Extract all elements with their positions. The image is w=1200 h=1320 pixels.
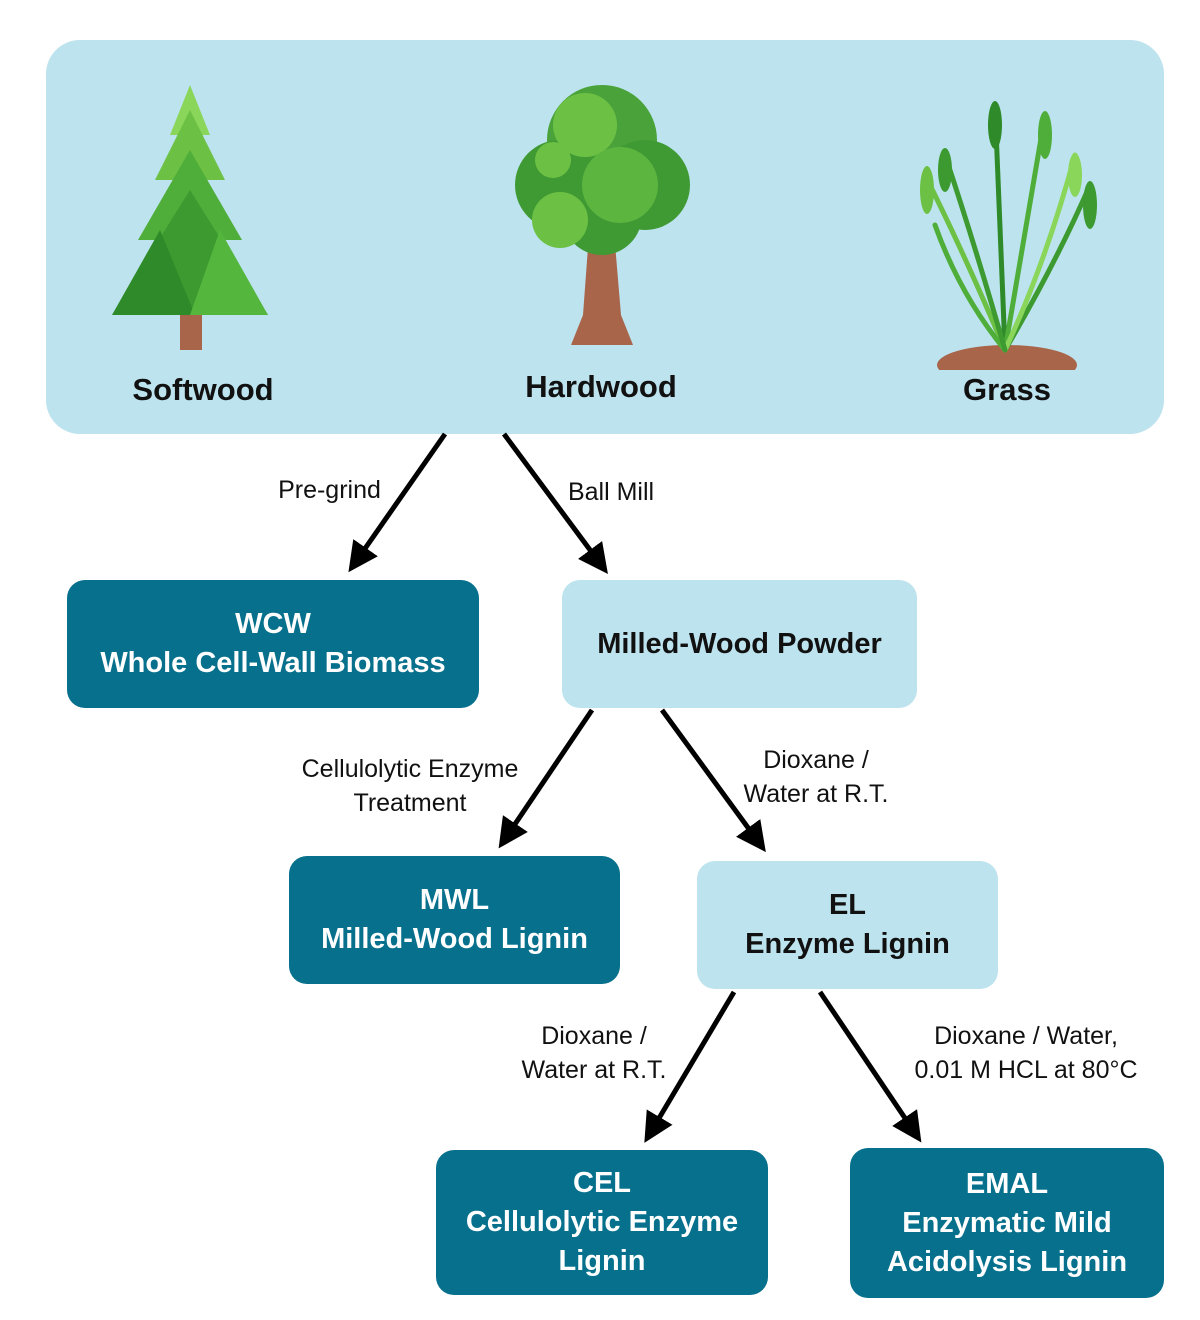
- node-cel: CEL Cellulolytic Enzyme Lignin: [436, 1150, 768, 1295]
- node-abbr: EL: [828, 889, 867, 921]
- edge-label-line: Water at R.T.: [521, 1056, 667, 1084]
- edge-label-line: Water at R.T.: [743, 780, 889, 808]
- grass-icon: [920, 101, 1097, 370]
- node-milled-wood-powder: Milled-Wood Powder: [562, 580, 917, 708]
- edge-label-line: Dioxane / Water,: [934, 1022, 1118, 1050]
- node-abbr: MWL: [419, 884, 490, 916]
- edge-label-dioxane-el: Dioxane / Water at R.T.: [730, 743, 902, 811]
- node-name: Enzyme Lignin: [745, 928, 950, 960]
- edge-label-pregrind: Pre-grind: [278, 476, 381, 504]
- edge-label-line: Treatment: [353, 789, 467, 817]
- node-name-line: Lignin: [558, 1245, 646, 1277]
- edge-label-line: 0.01 M HCL at 80°C: [914, 1056, 1138, 1084]
- node-name-line: Enzymatic Mild: [902, 1206, 1112, 1239]
- softwood-label: Softwood: [132, 372, 274, 407]
- arrow-ballmill: [501, 432, 608, 575]
- grass-label: Grass: [963, 372, 1051, 407]
- edge-label-line: Cellulolytic Enzyme: [301, 755, 519, 783]
- node-wcw: WCW Whole Cell-Wall Biomass: [67, 580, 479, 708]
- node-el: EL Enzyme Lignin: [697, 861, 998, 989]
- edge-label-acid: Dioxane / Water, 0.01 M HCL at 80°C: [890, 1019, 1162, 1087]
- arrow-dioxane-cel: [644, 990, 737, 1143]
- node-abbr: EMAL: [965, 1167, 1049, 1200]
- edge-label-ballmill: Ball Mill: [567, 478, 655, 506]
- node-name: Milled-Wood Powder: [597, 627, 882, 660]
- arrow-dioxane-el: [659, 708, 766, 853]
- edge-label-line: Dioxane /: [541, 1022, 647, 1050]
- node-name: Whole Cell-Wall Biomass: [100, 647, 446, 679]
- node-mwl: MWL Milled-Wood Lignin: [289, 856, 620, 984]
- node-emal: EMAL Enzymatic Mild Acidolysis Lignin: [850, 1148, 1164, 1298]
- hardwood-label: Hardwood: [525, 369, 677, 404]
- node-name-line: Acidolysis Lignin: [886, 1245, 1128, 1278]
- node-abbr: WCW: [235, 608, 311, 640]
- edge-label-enzyme: Cellulolytic Enzyme Treatment: [275, 752, 545, 820]
- arrow-enzyme: [498, 708, 595, 849]
- pine-tree-icon: [112, 85, 268, 350]
- deciduous-tree-icon: [515, 85, 690, 345]
- arrow-acid-emal: [817, 990, 922, 1143]
- edge-label-line: Dioxane /: [763, 746, 869, 774]
- node-name-line: Cellulolytic Enzyme: [465, 1206, 739, 1238]
- node-name: Milled-Wood Lignin: [321, 923, 588, 955]
- arrow-pregrind: [348, 432, 448, 573]
- edge-label-dioxane-cel: Dioxane / Water at R.T.: [508, 1019, 680, 1087]
- node-abbr: CEL: [573, 1167, 631, 1199]
